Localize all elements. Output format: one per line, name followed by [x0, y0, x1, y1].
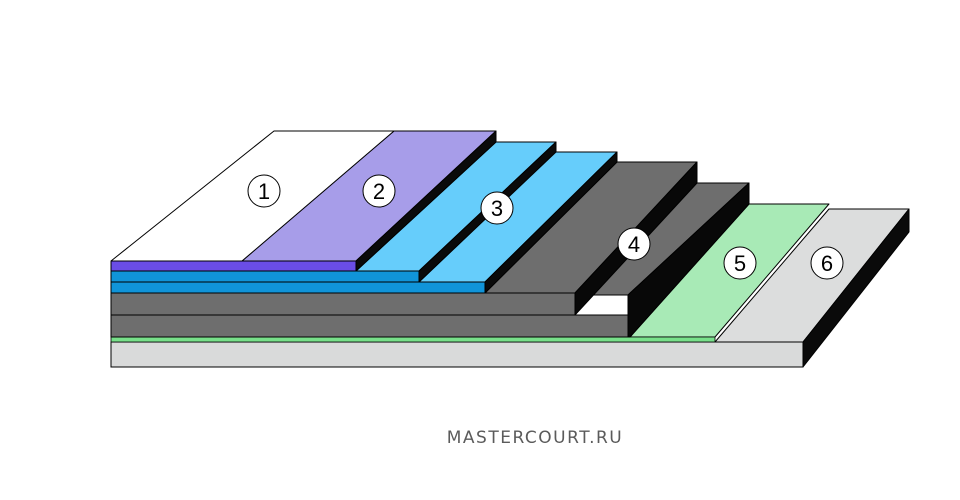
- layer-3-lower: [110, 151, 618, 294]
- svg-text:2: 2: [373, 179, 385, 204]
- layer-6-base: [110, 208, 910, 368]
- svg-text:3: 3: [491, 196, 503, 221]
- label-4: 4: [617, 227, 651, 261]
- svg-text:5: 5: [734, 251, 746, 276]
- svg-text:1: 1: [258, 179, 270, 204]
- svg-text:4: 4: [628, 232, 640, 257]
- site-watermark: MASTERCOURT.RU: [446, 428, 624, 448]
- label-2: 2: [362, 174, 396, 208]
- label-6: 6: [810, 246, 844, 280]
- label-5: 5: [723, 246, 757, 280]
- label-3: 3: [480, 191, 514, 225]
- label-1: 1: [247, 174, 281, 208]
- svg-text:6: 6: [821, 251, 833, 276]
